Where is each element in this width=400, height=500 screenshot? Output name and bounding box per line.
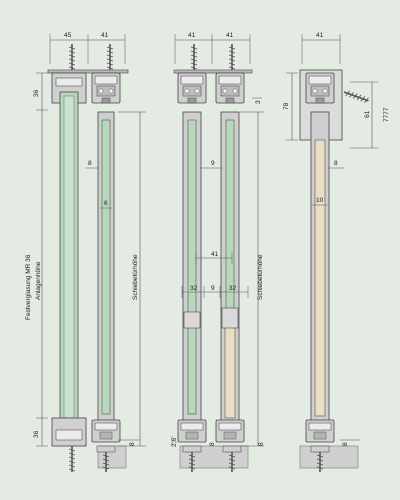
dim-61: 61 [364,110,371,118]
dim-7777: 7777 [383,107,390,122]
wood-panel [314,139,326,417]
view-double-sliding: 41 41 3 9 41 32 [171,32,265,473]
label-fixed-glazing: Festverglasung MR 36 [25,254,32,320]
glass-pane [225,119,235,311]
screw-icon [68,445,76,473]
sliding-bottom-profile [91,419,121,443]
glass-clamp [183,311,201,329]
view-single-sliding: 41 78 61 7777 8 10 8 [283,32,390,473]
dim-mid-9: 9 [211,160,215,167]
dim-bottom-8: 8 [129,442,136,446]
sliding-bottom-profile [305,419,335,443]
sliding-bottom-profile [177,419,207,443]
dim-top-41: 41 [101,32,109,39]
sliding-top-profile [305,72,335,104]
dim-bottom-8: 8 [342,442,349,446]
dim-32-left: 32 [190,285,198,292]
screw-icon [106,43,114,71]
sliding-top-profile [177,72,207,104]
dim-6: 6 [104,200,108,207]
sliding-top-profile [91,72,121,104]
glass-clamp [221,307,239,329]
sliding-top-profile [215,72,245,104]
screw-icon [190,43,198,71]
dim-lower-36: 36 [33,430,40,438]
ceiling-plate [47,69,129,74]
dim-top-41-right: 41 [226,32,234,39]
label-sliding-height: Schiebetürhöhe [257,254,264,300]
glass-pane [101,119,111,415]
dim-8-right: 8 [258,442,265,446]
screw-icon [228,43,236,71]
dim-10: 10 [316,197,324,204]
dim-2-6: 2,6 [171,438,178,447]
sliding-bottom-profile [215,419,245,443]
dim-center-41: 41 [211,251,219,258]
dim-8-left: 8 [209,442,216,446]
dim-8: 8 [334,160,338,167]
dim-top-45: 45 [64,32,72,39]
glass-pane [187,119,197,415]
ceiling-plate [173,69,253,74]
dim-upper-36: 36 [33,89,40,97]
screw-icon [68,43,76,71]
dim-top-41-left: 41 [188,32,196,39]
dim-gap-8: 8 [88,160,92,167]
dim-3: 3 [255,100,262,104]
label-system-height: Anlagenhöhe [35,261,42,300]
dim-top-41: 41 [316,32,324,39]
screw-icon [342,88,371,105]
view-fixed-glazing: 45 41 36 36 Festverglasung MR 36 [25,32,146,473]
wood-panel [224,325,236,419]
dim-9: 9 [211,285,215,292]
dim-78: 78 [283,102,290,110]
dim-32-right: 32 [229,285,237,292]
label-sliding-height: Schiebetürhöhe [132,254,139,300]
